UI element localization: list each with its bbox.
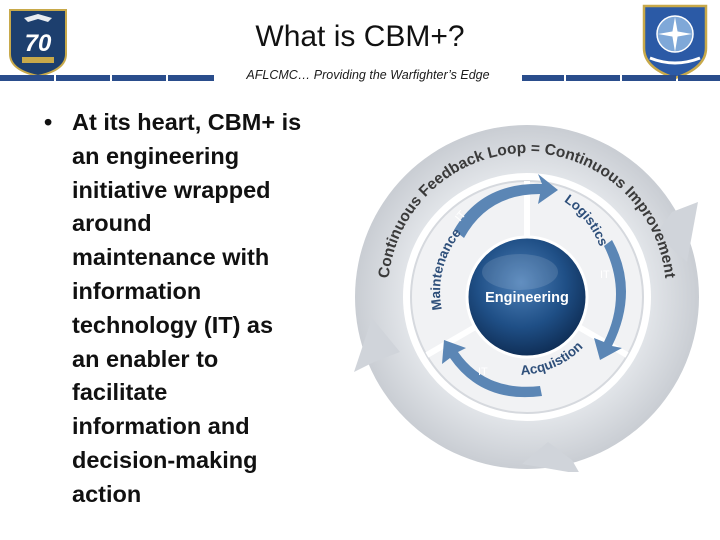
aflcmc-emblem-icon [642, 4, 708, 80]
bullet-line: around [72, 210, 152, 237]
center-globe [465, 235, 589, 359]
rule-segment [514, 75, 564, 81]
bullet-line: facilitate [72, 379, 168, 406]
it-arrow-bottom [442, 340, 542, 398]
rule-segment [168, 75, 218, 81]
header-rule [0, 75, 720, 81]
rule-segment [112, 75, 166, 81]
rule-segment [622, 75, 676, 81]
bullet-line: maintenance with [72, 244, 270, 271]
rule-segment [678, 75, 720, 81]
bullet-marker: • [44, 109, 53, 135]
slide-title: What is CBM+? [255, 20, 465, 53]
bullet-line: information [72, 277, 202, 304]
rule-segment [56, 75, 110, 81]
bullet-line: action [72, 480, 142, 507]
logo-left-number: 70 [25, 30, 52, 57]
bullet-line: an engineering [72, 142, 240, 169]
cbm-cycle-diagram: Continuous Feedback Loop = Continuous Im… [354, 125, 699, 472]
it-arrow-top [454, 174, 558, 238]
ring-arrow-head [354, 318, 400, 372]
globe-highlight [482, 254, 558, 290]
rule-segment [566, 75, 620, 81]
bullet-text: • At its heart, CBM+ is an engineering i… [44, 106, 344, 512]
it-arrow-right [594, 240, 626, 360]
bullet-line: initiative wrapped [72, 176, 271, 203]
bullet-line: At its heart, CBM+ is [72, 109, 302, 135]
bullet-line: information and [72, 413, 250, 440]
bullet-line: an enabler to [72, 345, 219, 372]
rule-segment [0, 75, 54, 81]
bullet-line: technology (IT) as [72, 311, 274, 338]
it-label: IT [600, 269, 610, 281]
it-label: IT [478, 366, 488, 378]
ring-arrow-head [656, 202, 698, 262]
slide-subtitle: AFLCMC… Providing the Warfighter’s Edge [214, 68, 522, 82]
bullet-line: decision-making [72, 446, 258, 473]
ring-arrow-head [522, 442, 579, 472]
center-label: Engineering [485, 290, 569, 306]
